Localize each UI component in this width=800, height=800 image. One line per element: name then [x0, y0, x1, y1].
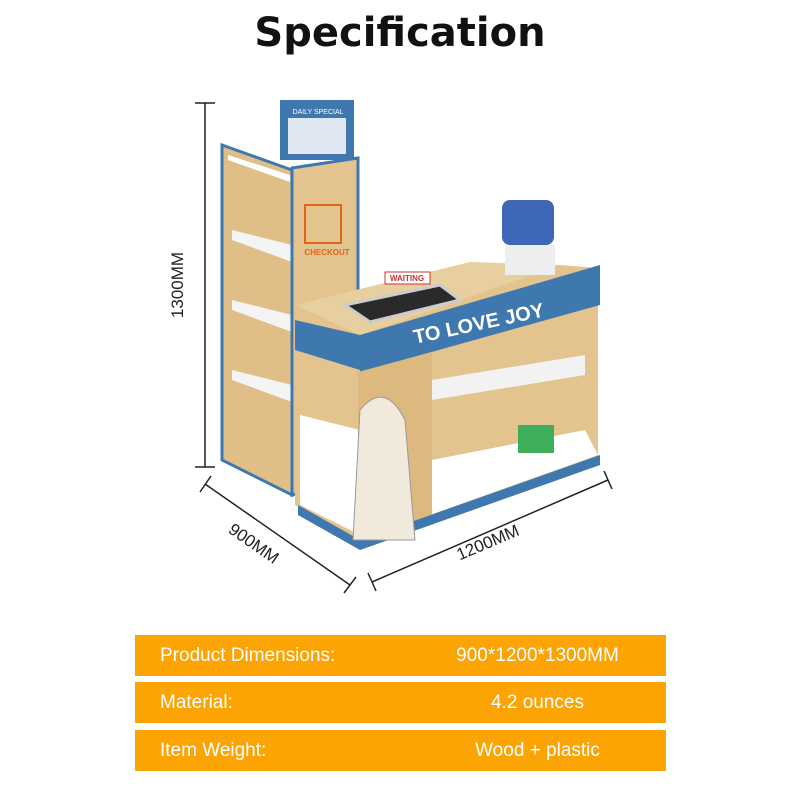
- spec-label: Product Dimensions:: [160, 645, 336, 666]
- spec-label: Material:: [160, 692, 233, 713]
- spec-value: 900*1200*1300MM: [456, 645, 619, 666]
- spec-row-dimensions: Product Dimensions: 900*1200*1300MM: [135, 635, 666, 676]
- sign-text: DAILY SPECIAL: [292, 109, 343, 116]
- height-dimension-label: 1300MM: [168, 251, 188, 319]
- checkout-text: CHECKOUT: [304, 248, 349, 257]
- spec-value: Wood + plastic: [475, 740, 600, 761]
- waiting-text: WAITING: [390, 274, 424, 283]
- page-title: Specification: [254, 10, 546, 56]
- dimension-lines: [195, 102, 613, 594]
- spec-row-material: Material: 4.2 ounces: [135, 682, 666, 723]
- product-image: DAILY SPECIAL CHECKOUT WAITING TO LOVE J…: [195, 100, 613, 594]
- spec-label: Item Weight:: [160, 740, 267, 761]
- spec-row-weight: Item Weight: Wood + plastic: [135, 730, 666, 771]
- counter: WAITING TO LOVE JOY: [295, 200, 600, 550]
- spec-value: 4.2 ounces: [491, 692, 584, 713]
